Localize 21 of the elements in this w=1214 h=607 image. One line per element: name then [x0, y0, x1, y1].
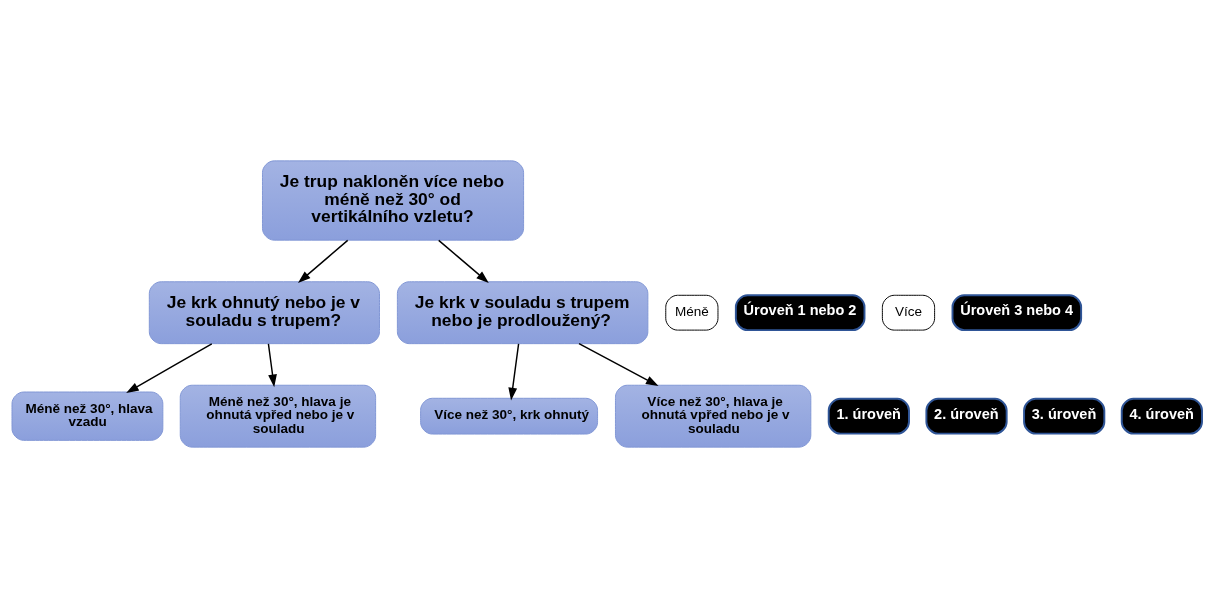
arrow [438, 239, 489, 283]
node-box: Méně než 30°, hlava vzadu [11, 391, 164, 441]
node-box: 1. úroveň [827, 397, 910, 435]
node-box: Méně než 30°, hlava je ohnutá vpřed nebo je v souladu [179, 384, 377, 448]
node-box: 4. úroveň [1120, 397, 1203, 435]
node-box: Více [881, 294, 936, 331]
node-box: Je krk ohnutý nebo je v souladu s trupem? [148, 280, 380, 344]
node-box: Více než 30°, hlava je ohnutá vpřed nebo je v souladu [614, 384, 812, 448]
arrow [267, 342, 277, 387]
node-box: 2. úroveň [925, 397, 1008, 435]
node-box: Úroveň 1 nebo 2 [734, 293, 866, 331]
arrow [126, 342, 213, 393]
node-box: Je trup nakloněn více nebo méně než 30° od vertikálního vzletu? [262, 159, 525, 241]
node-box: Více než 30°, krk ohnutý [420, 397, 599, 435]
node-box: Úroveň 3 nebo 4 [951, 293, 1083, 331]
arrow [297, 239, 349, 283]
node-box: Méně [665, 294, 719, 331]
node-box: 3. úroveň [1023, 397, 1106, 435]
node-box: Je krk v souladu s trupem nebo je prodloužený? [396, 280, 649, 344]
arrow [508, 342, 520, 400]
arrow [578, 342, 659, 386]
